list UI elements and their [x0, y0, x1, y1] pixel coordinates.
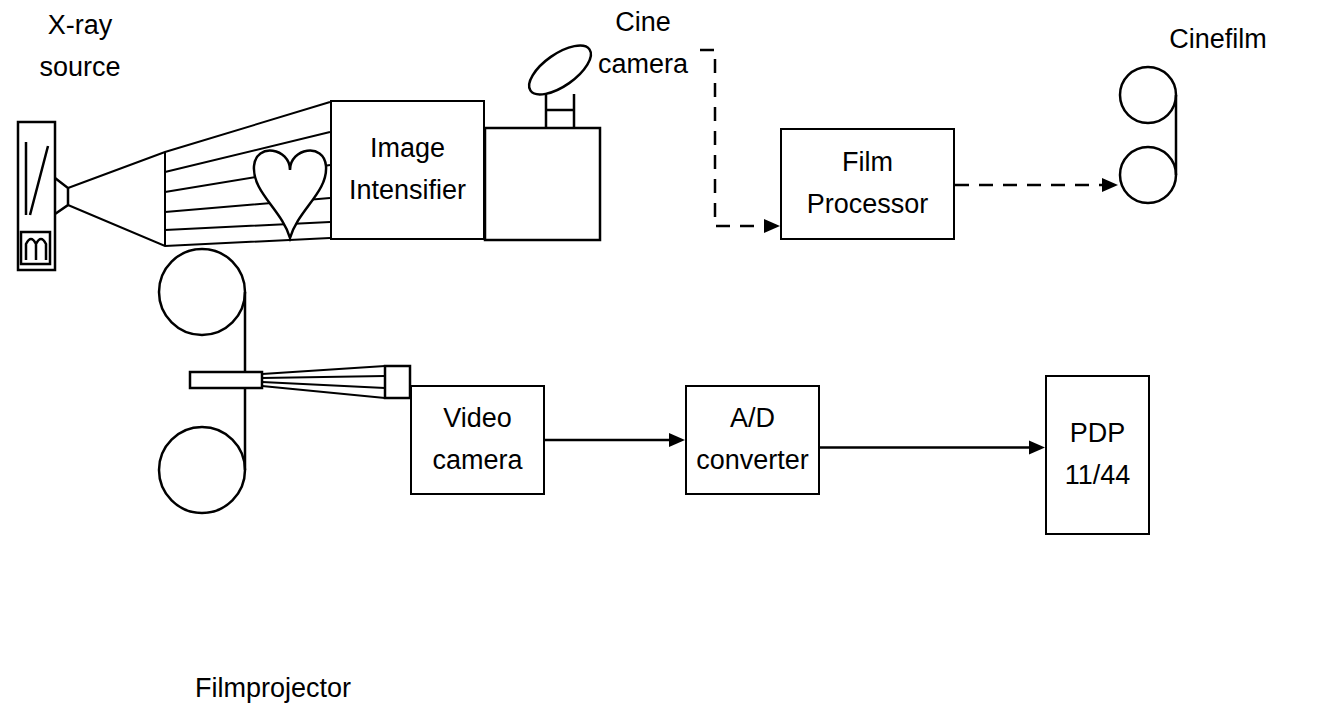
device-label: Filmprojector: [195, 668, 351, 710]
arrowhead: [764, 219, 780, 233]
connector-line: [700, 50, 766, 226]
film-strip: [1175, 95, 1178, 175]
node-text: Film Processor: [790, 142, 945, 226]
process-box: Image Intensifier: [330, 100, 485, 240]
camera-body: [485, 94, 600, 240]
arrowhead: [1102, 178, 1118, 192]
film-projector: [190, 372, 262, 388]
process-box: Film Processor: [780, 128, 955, 240]
device-label: X-ray source: [15, 5, 145, 89]
heart-shape: [254, 151, 326, 238]
connector-line: [820, 446, 1031, 449]
xray-beam: [164, 152, 166, 246]
node-text: Video camera: [420, 398, 535, 482]
film-projector: [159, 249, 245, 335]
node-text: A/D converter: [695, 398, 810, 482]
xray-tube: [21, 232, 50, 264]
node-text: PDP 11/44: [1055, 413, 1140, 497]
xray-beam: [68, 102, 330, 246]
connector-line: [955, 184, 1104, 187]
node-text: Image Intensifier: [340, 128, 475, 212]
reel-circle: [1120, 147, 1176, 203]
xray-tube: [26, 239, 46, 260]
arrowhead: [669, 433, 685, 447]
process-box: Video camera: [410, 385, 545, 495]
film-projector: [159, 249, 410, 513]
xray-tube: [55, 178, 68, 214]
connector-arrow: [700, 50, 780, 233]
reel-circle: [1120, 67, 1176, 123]
camera-lens-body: [521, 36, 598, 104]
cine-camera-icon: Cine camera: [520, 2, 700, 98]
camera-body: [546, 94, 574, 128]
process-box: PDP 11/44: [1045, 375, 1150, 535]
film-reel-icon: Cinefilm: [1118, 15, 1298, 205]
xray-tube: [18, 122, 68, 270]
camera-body: [485, 128, 600, 240]
node-text: Cine camera: [588, 2, 698, 86]
xray-tube: [18, 122, 55, 270]
film-projector: [159, 427, 245, 513]
connector-arrow: [545, 433, 685, 447]
process-box: A/D converter: [685, 385, 820, 495]
connector-line: [545, 439, 671, 442]
text-holder: Cinefilm: [1143, 19, 1293, 61]
text-holder: Cine camera: [588, 2, 698, 86]
film-projector: [385, 366, 410, 398]
film-projector: [262, 366, 385, 398]
xray-tube: [26, 142, 48, 215]
node-text: Cinefilm: [1143, 19, 1293, 61]
connector-arrow: [820, 441, 1045, 455]
arrowhead: [1029, 441, 1045, 455]
connector-arrow: [955, 178, 1118, 192]
